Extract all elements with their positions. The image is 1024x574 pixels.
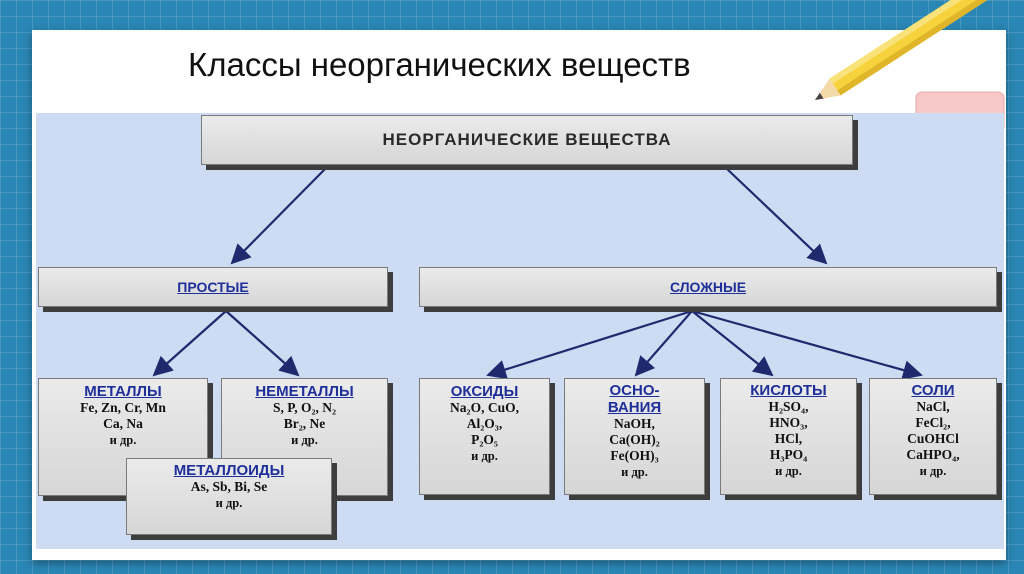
metalloids-head: МЕТАЛЛОИДЫ [173, 462, 285, 479]
acids-node: КИСЛОТЫ H₂SO₄, HNO₃, HCl, H₃PO₄ и др. [720, 378, 857, 495]
metalloids-line: As, Sb, Bi, Se [190, 479, 268, 494]
complex-node: СЛОЖНЫЕ [419, 267, 997, 307]
classification-diagram: НЕОРГАНИЧЕСКИЕ ВЕЩЕСТВА ПРОСТЫЕ СЛОЖНЫЕ … [36, 113, 1004, 549]
oxides-head: ОКСИДЫ [450, 383, 519, 400]
metals-line: и др. [109, 433, 137, 447]
oxides-line: P₂O₅ [471, 432, 498, 447]
bases-line: Ca(OH)₂ [609, 432, 660, 447]
diagram-arrows [152, 167, 923, 380]
nonmetals-line: S, P, O₂, N₂ [272, 400, 337, 415]
acids-line: H₂SO₄, [768, 399, 809, 414]
acids-line: HNO₃, [769, 415, 808, 430]
root-label: НЕОРГАНИЧЕСКИЕ ВЕЩЕСТВА [382, 130, 672, 149]
salts-line: CaHPO₄, [906, 447, 960, 462]
salts-line: и др. [919, 464, 947, 478]
simple-label: ПРОСТЫЕ [177, 279, 249, 295]
nonmetals-head: НЕМЕТАЛЛЫ [255, 383, 354, 400]
bases-head: ОСНО- [609, 382, 660, 399]
arrow-simple-nonmetals [225, 310, 300, 377]
slide-title: Классы неорганических веществ [188, 46, 691, 83]
metals-line: Fe, Zn, Cr, Mn [80, 400, 166, 415]
bases-line: и др. [621, 465, 648, 479]
metals-head: МЕТАЛЛЫ [84, 383, 162, 400]
bases-head: ВАНИЯ [607, 399, 662, 416]
simple-node: ПРОСТЫЕ [38, 267, 388, 307]
salts-line: CuOHCl [907, 431, 959, 446]
root-node: НЕОРГАНИЧЕСКИЕ ВЕЩЕСТВА [201, 115, 853, 165]
acids-line: и др. [775, 464, 802, 478]
metalloids-node: МЕТАЛЛОИДЫ As, Sb, Bi, Se и др. [126, 458, 332, 535]
bases-node: ОСНО- ВАНИЯ NaOH, Ca(OH)₂ Fe(OH)₃ и др. [564, 378, 705, 495]
arrow-complex-salts [691, 309, 923, 380]
metals-line: Ca, Na [103, 416, 143, 431]
metalloids-line: и др. [215, 496, 243, 510]
arrow-complex-bases [634, 310, 693, 377]
oxides-node: ОКСИДЫ Na₂O, CuO, Al₂O₃, P₂O₅ и др. [419, 378, 550, 495]
complex-label: СЛОЖНЫЕ [669, 279, 747, 295]
oxides-line: и др. [471, 449, 498, 463]
arrow-complex-acids [691, 310, 774, 377]
arrow-root-complex [725, 167, 828, 265]
arrow-root-simple [230, 167, 327, 265]
acids-line: HCl, [774, 431, 803, 446]
acids-head: КИСЛОТЫ [750, 382, 827, 399]
oxides-line: Na₂O, CuO, [450, 400, 519, 415]
nonmetals-line: и др. [291, 433, 318, 447]
salts-line: FeCl₂, [915, 415, 951, 430]
bases-line: Fe(OH)₃ [610, 448, 659, 463]
salts-node: СОЛИ NaCl, FeCl₂, CuOHCl CaHPO₄, и др. [869, 378, 997, 495]
arrow-complex-oxides [486, 309, 693, 380]
salts-head: СОЛИ [911, 382, 955, 399]
arrow-simple-metals [152, 310, 227, 377]
salts-line: NaCl, [916, 399, 950, 414]
bases-line: NaOH, [614, 416, 655, 431]
oxides-line: Al₂O₃, [466, 416, 503, 431]
nonmetals-line: Br₂, Ne [283, 416, 326, 431]
acids-line: H₃PO₄ [769, 447, 808, 462]
